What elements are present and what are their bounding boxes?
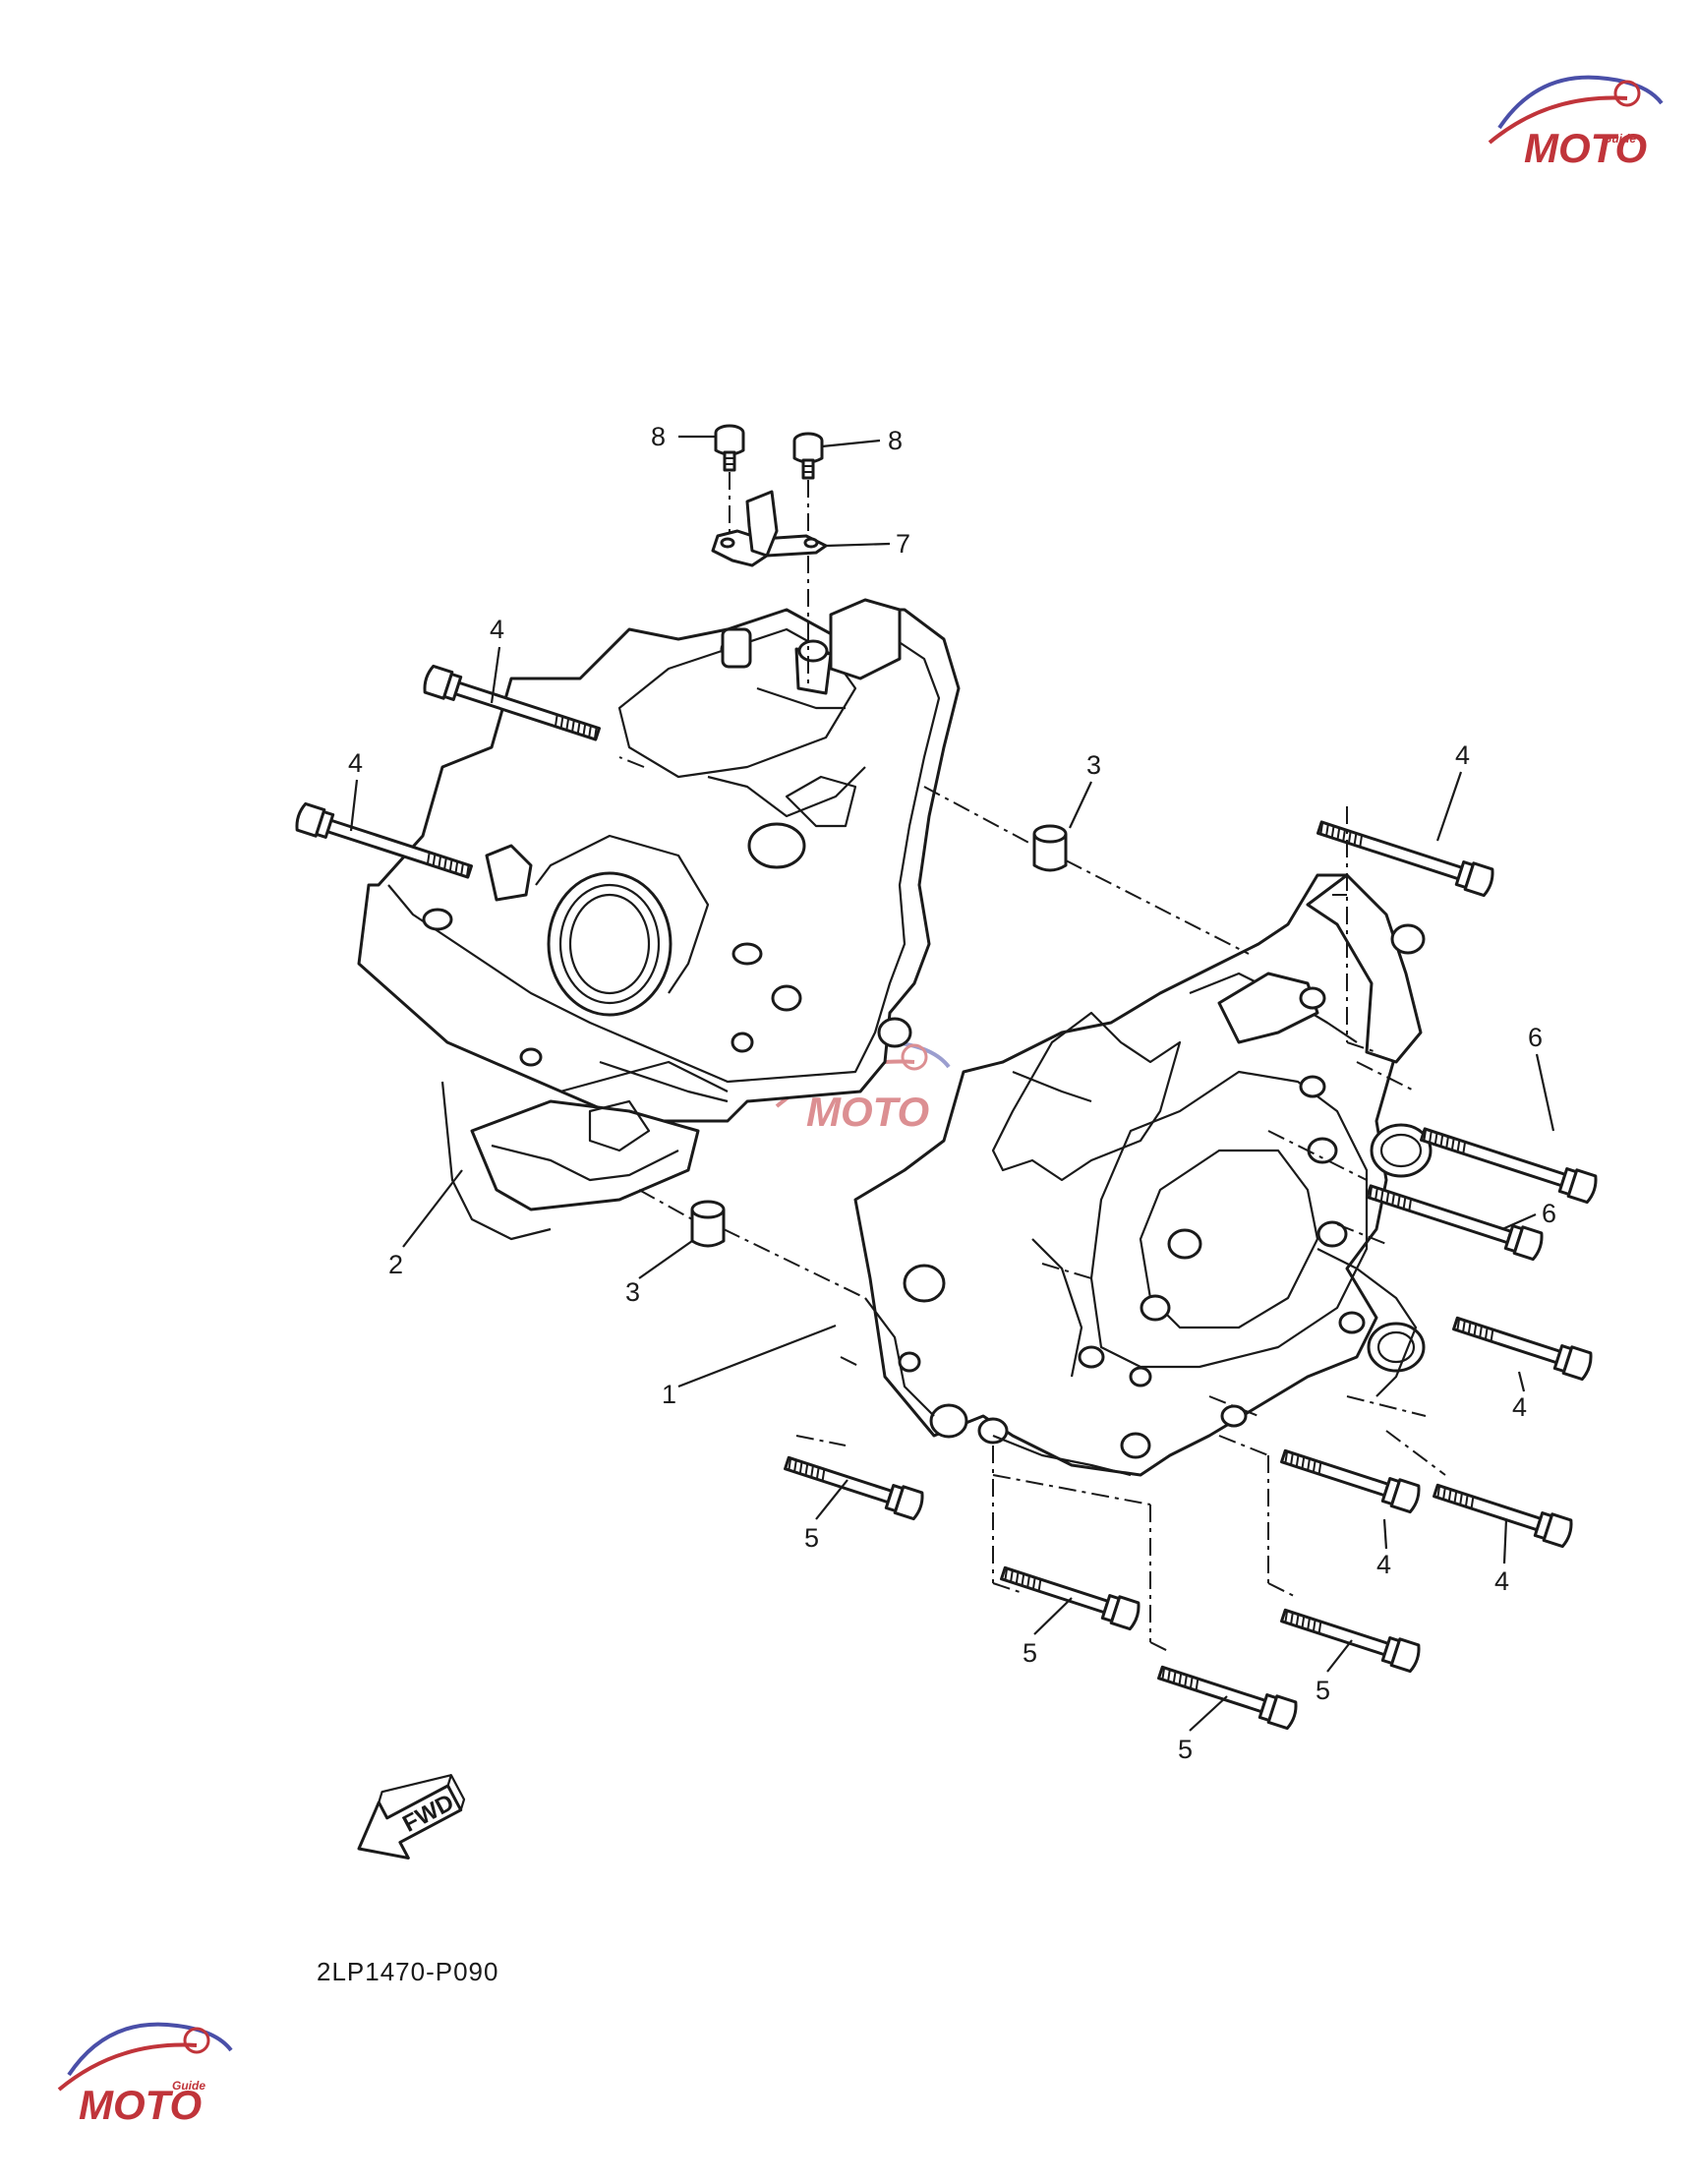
callout-8-right: 8 <box>888 426 903 455</box>
bolt-4-right-c <box>1430 1476 1576 1550</box>
svg-text:MOTO: MOTO <box>806 1089 929 1135</box>
callout-4-left: 4 <box>348 748 363 778</box>
bolt-5-c <box>1277 1601 1424 1675</box>
bolt-6-upper <box>1417 1119 1601 1206</box>
screw-8-right <box>792 432 824 480</box>
bolt-4-right-a <box>1449 1309 1596 1383</box>
watermark-logo-bottom: MOTO Guide <box>57 2022 233 2128</box>
callout-4-right-b: 4 <box>1376 1550 1391 1579</box>
callout-6-lower: 6 <box>1542 1199 1556 1228</box>
fwd-arrow-icon: FWD <box>357 1774 466 1859</box>
bolt-5-a <box>781 1448 927 1522</box>
callout-5-d: 5 <box>1178 1735 1193 1764</box>
bolt-5-b <box>997 1559 1143 1632</box>
callout-7: 7 <box>896 529 910 559</box>
right-crankcase-half <box>853 873 1433 1477</box>
dowel-pin-upper <box>1032 824 1068 872</box>
callout-3-lower: 3 <box>625 1277 640 1307</box>
assembly-lines <box>618 472 1446 1653</box>
dowel-pin-lower <box>690 1200 726 1248</box>
callout-1: 1 <box>662 1380 676 1409</box>
part-code-label: 2LP1470-P090 <box>317 1957 499 1986</box>
svg-text:MOTO: MOTO <box>79 2082 202 2128</box>
callout-5-a: 5 <box>804 1523 819 1553</box>
callout-labels: 8 8 7 4 4 3 4 6 6 4 4 4 2 3 1 5 5 5 5 <box>348 422 1556 1764</box>
watermark-text: MOTO <box>1524 125 1647 171</box>
callout-2: 2 <box>388 1250 403 1279</box>
leader-lines <box>349 435 1555 1732</box>
callout-3-upper: 3 <box>1086 750 1101 780</box>
callout-5-c: 5 <box>1316 1676 1330 1705</box>
svg-text:Guide: Guide <box>172 2079 205 2093</box>
callout-5-b: 5 <box>1023 1638 1037 1668</box>
callout-4-upper-right: 4 <box>1455 740 1470 770</box>
bolt-4-right-b <box>1277 1442 1424 1515</box>
callout-8-left: 8 <box>651 422 666 451</box>
callout-4-right-c: 4 <box>1494 1566 1509 1596</box>
screw-8-left <box>714 424 745 472</box>
watermark-logo-top: MOTO Guide <box>1488 75 1664 171</box>
callout-4-upper-left: 4 <box>490 615 504 644</box>
callout-6-upper: 6 <box>1528 1023 1543 1052</box>
left-crankcase-half <box>357 598 961 1241</box>
bolt-6-lower <box>1363 1176 1547 1263</box>
svg-text:Guide: Guide <box>1603 132 1636 146</box>
bolt-5-d <box>1154 1658 1301 1732</box>
breather-plate <box>711 490 828 567</box>
callout-4-right-a: 4 <box>1512 1392 1527 1422</box>
